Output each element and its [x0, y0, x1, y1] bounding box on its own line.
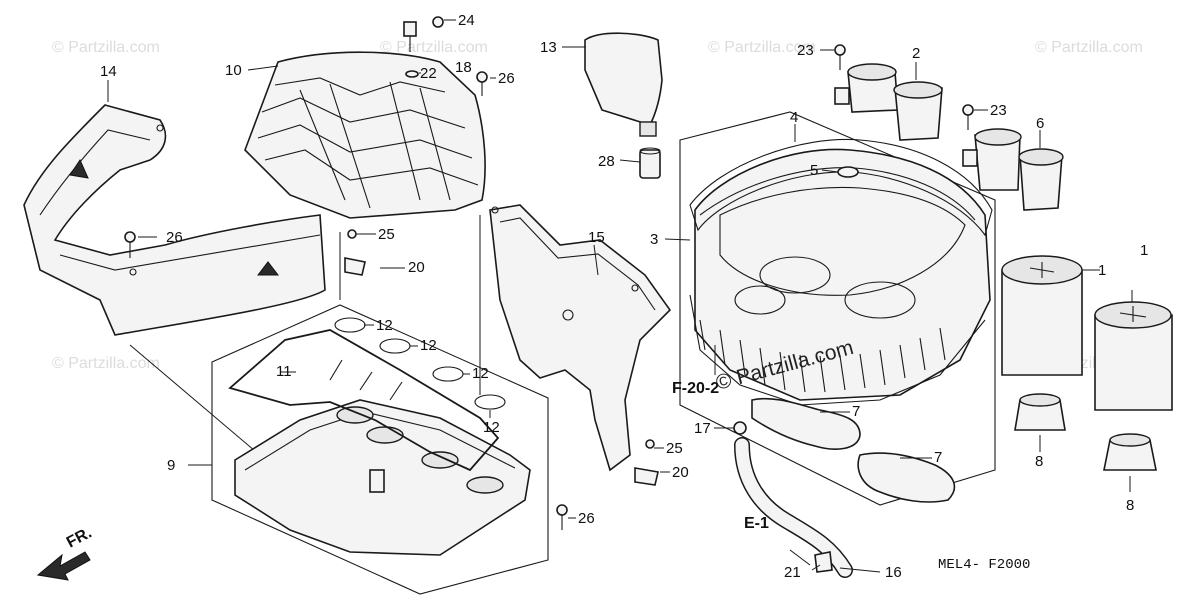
callout-number: 26 [578, 510, 595, 527]
callout-number: 20 [672, 464, 689, 481]
callout-number: 16 [885, 564, 902, 581]
callout-number: 1 [1140, 242, 1148, 259]
callout-number: 5 [810, 162, 818, 179]
element-part-13 [584, 32, 663, 137]
callout-number: 25 [378, 226, 395, 243]
box-air-cleaner-case [679, 111, 996, 506]
callout-number: 3 [650, 231, 658, 248]
watermark: © Partzilla.com [708, 39, 816, 56]
callout-number: 6 [1036, 115, 1044, 132]
air-cleaner-case-part-3 [689, 148, 991, 406]
callout-number: 2 [912, 45, 920, 62]
watermark: © Partzilla.com [52, 39, 160, 56]
filter-part-1 [1001, 255, 1173, 411]
callout-number: 8 [1035, 453, 1043, 470]
callout-number: 21 [784, 564, 801, 581]
bolt-part-18 [403, 21, 417, 52]
grommet-part-5 [837, 166, 859, 178]
callout-number: 26 [498, 70, 515, 87]
leader-lines [107, 19, 1133, 573]
side-cover-part-14 [23, 104, 326, 336]
callout-number: 18 [455, 59, 472, 76]
gasket-part-7 [751, 397, 956, 503]
seal-part-4 [689, 138, 993, 237]
funnel-part-6 [962, 128, 1064, 211]
callout-number: 25 [666, 440, 683, 457]
callout-number: 23 [797, 42, 814, 59]
reference-e-1: E-1 [744, 515, 769, 532]
watermark: © Partzilla.com [380, 39, 488, 56]
grommet-part-28 [639, 147, 661, 179]
callout-number: 12 [483, 419, 500, 436]
callout-number: 22 [420, 65, 437, 82]
funnel-part-2 [834, 63, 943, 141]
washer-part-22 [405, 70, 419, 78]
callout-number: 26 [166, 229, 183, 246]
callouts: 1 1 2 3 4 5 6 7 7 8 8 9 10 11 12 12 12 1… [100, 12, 1148, 581]
watermark: © Partzilla.com [1035, 39, 1143, 56]
reference-f-20-2: F-20-2 [672, 380, 719, 397]
callout-number: 7 [934, 449, 942, 466]
callout-number: 12 [376, 317, 393, 334]
callout-number: 20 [408, 259, 425, 276]
screw-part-26 [124, 71, 568, 530]
callout-number: 9 [167, 457, 175, 474]
figure-code: MEL4- F2000 [938, 557, 1030, 573]
clamp-part-21 [814, 551, 833, 573]
callout-number: 14 [100, 63, 117, 80]
callout-number: 10 [225, 62, 242, 79]
callout-number: 4 [790, 109, 798, 126]
front-arrow-icon [36, 551, 91, 581]
callout-number: 15 [588, 229, 605, 246]
plate-part-15 [489, 204, 672, 472]
clamp-part-20 [344, 257, 659, 486]
callout-number: 24 [458, 12, 475, 29]
callout-number: 13 [540, 39, 557, 56]
callout-number: 28 [598, 153, 615, 170]
adapter-part-8 [1014, 393, 1157, 471]
callout-number: 23 [990, 102, 1007, 119]
callout-number: 7 [852, 403, 860, 420]
callout-number: 8 [1126, 497, 1134, 514]
callout-number: 17 [694, 420, 711, 437]
watermark: © Partzilla.com [52, 355, 160, 372]
lower-cover-part-9 [234, 359, 531, 556]
front-label: FR. [64, 524, 95, 551]
callout-number: 12 [420, 337, 437, 354]
callout-number: 12 [472, 365, 489, 382]
screw-part-24 [432, 16, 444, 28]
clip-part-17 [733, 421, 747, 435]
box-lower-cover [211, 304, 549, 595]
top-cover-part-10 [244, 51, 486, 219]
callout-number: 11 [276, 363, 292, 380]
callout-number: 1 [1098, 262, 1106, 279]
gasket-part-11 [228, 329, 500, 472]
screw-part-23 [834, 44, 974, 130]
